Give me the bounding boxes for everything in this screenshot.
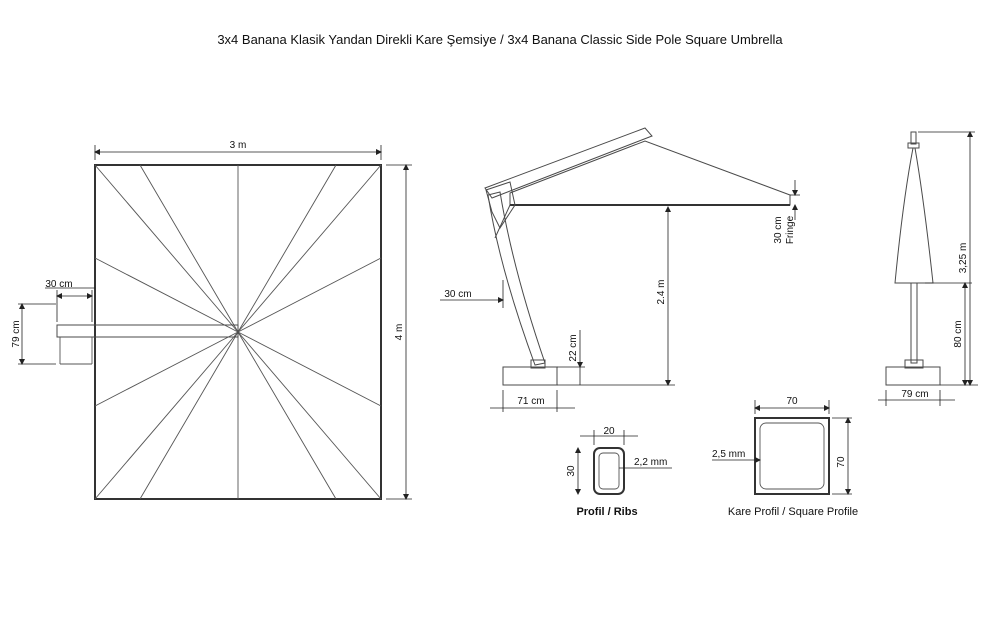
rib-thickness-label: 2,2 mm <box>634 457 667 468</box>
rib-height-label: 30 <box>566 465 577 477</box>
square-section-inner <box>759 422 825 490</box>
rib-caption: Profil / Ribs <box>576 506 637 518</box>
arm-width-label: 30 cm <box>45 279 72 290</box>
height-label: 4 m <box>394 324 405 341</box>
canopy-ribs <box>94 164 382 500</box>
top-view: 3 m 4 m 30 cm 79 cm <box>11 140 412 500</box>
closed-canopy <box>894 147 934 284</box>
closed-base-width-label: 79 cm <box>901 389 928 400</box>
square-caption: Kare Profil / Square Profile <box>728 506 858 518</box>
fringe-size-label: 30 cm <box>773 216 784 243</box>
clearance-label: 2.4 m <box>656 279 667 304</box>
closed-base <box>885 366 941 386</box>
top-beam <box>484 127 653 199</box>
side-base <box>502 366 558 386</box>
rib-width-label: 20 <box>603 426 615 437</box>
closed-view: 3,25 m 80 cm 79 cm <box>878 131 978 406</box>
fringe-label: Fringe <box>785 215 796 244</box>
total-height-label: 3,25 m <box>958 243 969 274</box>
pole-height-label: 80 cm <box>953 320 964 347</box>
closed-pole <box>910 282 918 364</box>
square-profile: 70 70 2,5 mm Kare Profil / Square Profil… <box>712 396 858 518</box>
base-height-label: 22 cm <box>568 334 579 361</box>
finial <box>910 131 917 145</box>
square-width-label: 70 <box>786 396 798 407</box>
pole-offset-label: 30 cm <box>444 289 471 300</box>
rib-profile: 20 30 2,2 mm Profil / Ribs <box>566 426 672 518</box>
side-pole <box>487 191 546 366</box>
square-height-label: 70 <box>836 456 847 468</box>
square-section-outer <box>754 417 830 495</box>
rib-section-inner <box>598 452 620 490</box>
width-label: 3 m <box>230 140 247 151</box>
diagram-title: 3x4 Banana Klasik Yandan Direkli Kare Şe… <box>217 32 783 47</box>
side-view: 30 cm Fringe 2.4 m 22 cm 30 cm 71 cm <box>440 127 800 412</box>
square-thickness-label: 2,5 mm <box>712 449 745 460</box>
side-base-width-label: 71 cm <box>517 396 544 407</box>
arm-height-label: 79 cm <box>11 320 22 347</box>
rib-section-outer <box>593 447 625 495</box>
support-arm <box>56 324 239 338</box>
open-canopy <box>509 140 791 206</box>
